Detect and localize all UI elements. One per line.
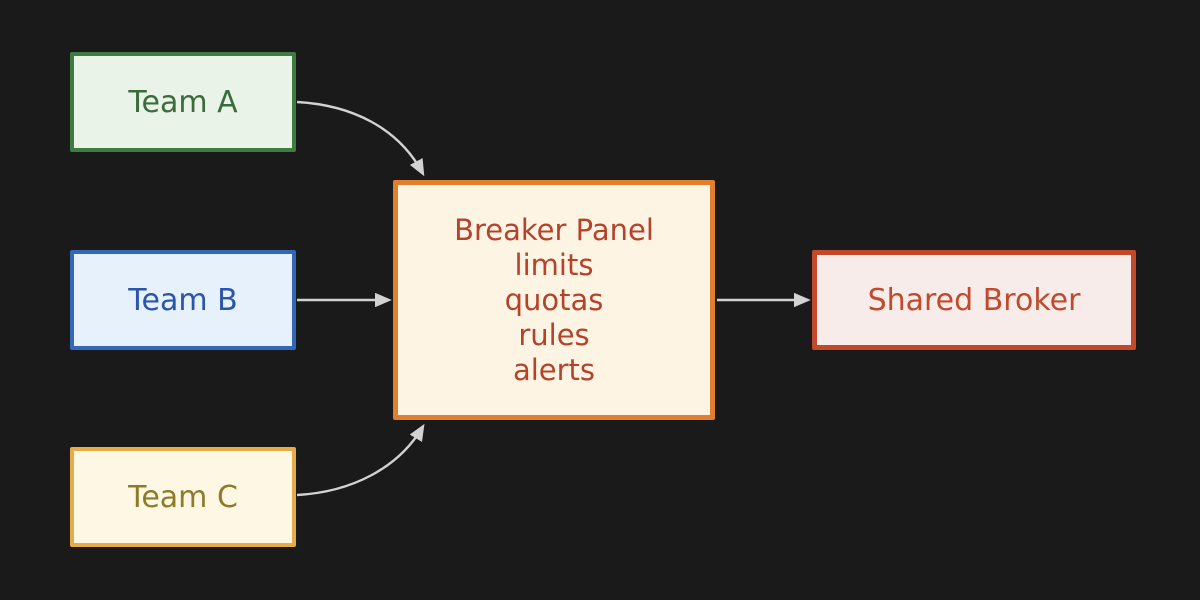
node-team-b: Team B — [70, 250, 296, 350]
node-shared-broker: Shared Broker — [812, 250, 1136, 350]
edge-team-a-breaker — [296, 100, 425, 177]
edge-team-c-breaker — [296, 423, 425, 497]
breaker-panel-line-quotas: quotas — [504, 282, 604, 317]
node-team-c: Team C — [70, 447, 296, 547]
team-c-label: Team C — [128, 479, 238, 515]
breaker-panel-line-rules: rules — [518, 317, 590, 352]
node-breaker-panel: Breaker Panel limits quotas rules alerts — [393, 180, 715, 420]
node-team-a: Team A — [70, 52, 296, 152]
team-a-label: Team A — [128, 84, 238, 120]
breaker-panel-title: Breaker Panel — [454, 212, 654, 247]
shared-broker-label: Shared Broker — [867, 282, 1081, 318]
team-b-label: Team B — [128, 282, 238, 318]
breaker-panel-line-alerts: alerts — [512, 352, 596, 387]
breaker-panel-line-limits: limits — [514, 247, 594, 282]
